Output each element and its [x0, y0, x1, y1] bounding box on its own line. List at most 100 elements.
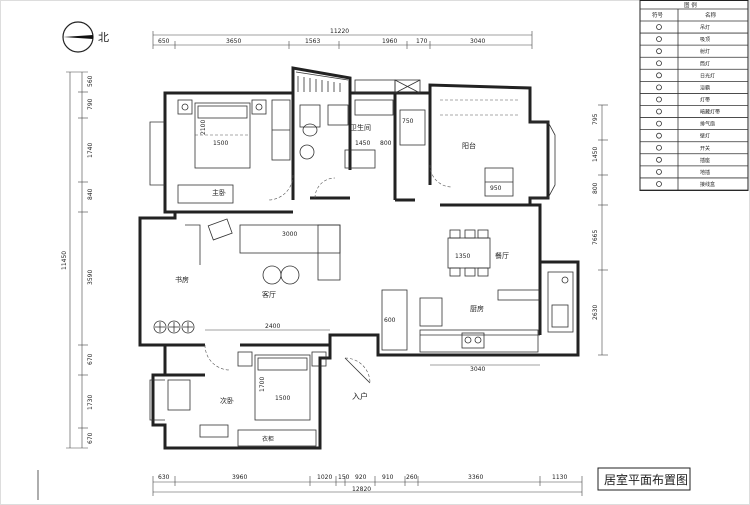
- bath-dim-a: 1450: [355, 140, 370, 147]
- dim-left-total: 11450: [61, 251, 68, 270]
- legend-row-label: 筒灯: [700, 60, 710, 67]
- legend-col-name: 名称: [705, 11, 717, 19]
- legend-symbol-icon: [656, 168, 662, 175]
- legend-row-label: 吸顶: [700, 37, 710, 43]
- master-bedroom-label: 主卧: [212, 188, 226, 197]
- legend-row-label: 壁灯: [700, 133, 710, 140]
- dim-top-2: 1563: [305, 38, 320, 45]
- bed2-dim-w: 1500: [275, 395, 290, 402]
- bed-dim-l: 2100: [200, 120, 207, 135]
- wardrobe-label: 衣柜: [262, 435, 274, 443]
- dim-right-3: 7665: [592, 230, 599, 245]
- cabinet: [381, 289, 408, 351]
- sofa-dim: 3000: [282, 231, 297, 238]
- fridge-column: [547, 271, 574, 333]
- legend-row-label: 排气扇: [700, 121, 715, 128]
- coffee-table-a: [262, 265, 282, 285]
- dim-bottom-3: 150: [338, 474, 350, 481]
- shower: [354, 99, 394, 116]
- walls: [138, 66, 580, 450]
- bed-dim-w: 1500: [213, 140, 228, 147]
- legend-header: 图 例: [684, 1, 697, 9]
- legend-row-label: 接线盒: [700, 181, 715, 188]
- dim-bottom-6: 260: [406, 474, 418, 481]
- entrance-label: 入户: [352, 391, 368, 401]
- dining-room: 1350 餐厅: [447, 229, 541, 301]
- wardrobe-2: [237, 429, 317, 447]
- dim-top-3: 1960: [382, 38, 397, 45]
- legend-symbol-icon: [656, 60, 662, 67]
- second-bedroom: 1500 1700 次卧 衣柜: [167, 344, 327, 447]
- dim-left-0: 560: [87, 75, 94, 87]
- dim-bottom-7: 3360: [468, 474, 483, 481]
- bath-dim-b: 800: [380, 140, 392, 147]
- plant-3: [181, 320, 195, 334]
- toilet: [299, 104, 321, 128]
- legend-symbol-icon: [656, 132, 662, 139]
- bottom-dimensions: 630 3960 1020 150 920 910 260 3360 1130 …: [152, 474, 583, 496]
- dim-bottom-1: 3960: [232, 474, 247, 481]
- dim-top-1: 3650: [226, 38, 241, 45]
- dim-top-0: 650: [158, 38, 170, 45]
- legend-symbol-icon: [656, 156, 662, 163]
- dim-left-1: 790: [87, 98, 94, 110]
- dining-room-label: 餐厅: [495, 251, 509, 260]
- drawing-title: 居室平面布置图: [597, 467, 691, 491]
- legend-table: 图 例 符号 名称: [639, 0, 749, 191]
- dim-right-0: 795: [592, 113, 599, 125]
- dim-left-6: 1730: [87, 395, 94, 410]
- legend-row-label: 插座: [700, 157, 710, 164]
- dim-right-2: 800: [592, 182, 599, 194]
- legend-symbol-icon: [656, 181, 662, 187]
- nightstand-right: [251, 99, 267, 115]
- legend-row-label: 地插: [700, 169, 710, 176]
- double-bed: [194, 102, 251, 169]
- dim-left-2: 1740: [87, 143, 94, 158]
- dim-top-5: 3040: [470, 38, 485, 45]
- dim-left-4: 3590: [87, 270, 94, 285]
- title-text: 居室平面布置图: [604, 472, 688, 487]
- north-arrow: 北: [62, 21, 109, 53]
- right-dimensions: 795 1450 800 7665 2630: [592, 104, 608, 356]
- kitchen-counter: [419, 329, 539, 353]
- dim-top-4: 170: [416, 38, 428, 45]
- legend-symbol-icon: [656, 36, 662, 43]
- study-label: 书房: [175, 275, 189, 284]
- living-room: 3000 客厅 书房 2400: [153, 218, 341, 334]
- bathroom: 1450 800 卫生间 750: [299, 99, 426, 199]
- tv-wall-dim: 2400: [265, 323, 280, 330]
- dim-top-total: 11220: [330, 28, 349, 35]
- bed2-dim-l: 1700: [259, 377, 266, 392]
- dining-dim: 1350: [455, 253, 470, 260]
- dim-right-4: 2630: [592, 305, 599, 320]
- legend-symbol-icon: [656, 24, 662, 30]
- dim-bottom-2: 1020: [317, 474, 332, 481]
- cabinet-dim: 600: [384, 317, 396, 324]
- nightstand-left: [177, 99, 193, 115]
- entrance: 入户: [344, 357, 371, 401]
- coffee-table-b: [280, 265, 300, 285]
- sofa-chaise: [317, 224, 341, 281]
- legend-row-label: 吊灯: [700, 24, 710, 31]
- kitchen-dim: 3040: [470, 366, 485, 373]
- legend-row-label: 开关: [700, 145, 710, 152]
- master-bedroom: 1500 2100 主卧: [177, 99, 294, 204]
- dim-bottom-8: 1130: [552, 474, 567, 481]
- second-bedroom-label: 次卧: [220, 396, 234, 405]
- left-dimensions: 11450 560 790 1740 840 3590 670 1730 670: [61, 71, 94, 449]
- kitchen: 600 厨房 3040: [381, 271, 574, 373]
- legend-col-symbol: 符号: [652, 11, 664, 19]
- legend-row-label: 浴霸: [700, 84, 710, 91]
- dim-right-1: 1450: [592, 147, 599, 162]
- dim-bottom-0: 630: [158, 474, 170, 481]
- legend-row-label: 灯带: [700, 96, 710, 103]
- balcony-label: 阳台: [462, 141, 476, 150]
- living-room-label: 客厅: [262, 290, 276, 299]
- sofa: [239, 224, 341, 254]
- legend-symbol-icon: [656, 144, 662, 151]
- legend-row-label: 暗藏灯带: [700, 109, 720, 116]
- double-bed-2: [254, 354, 311, 421]
